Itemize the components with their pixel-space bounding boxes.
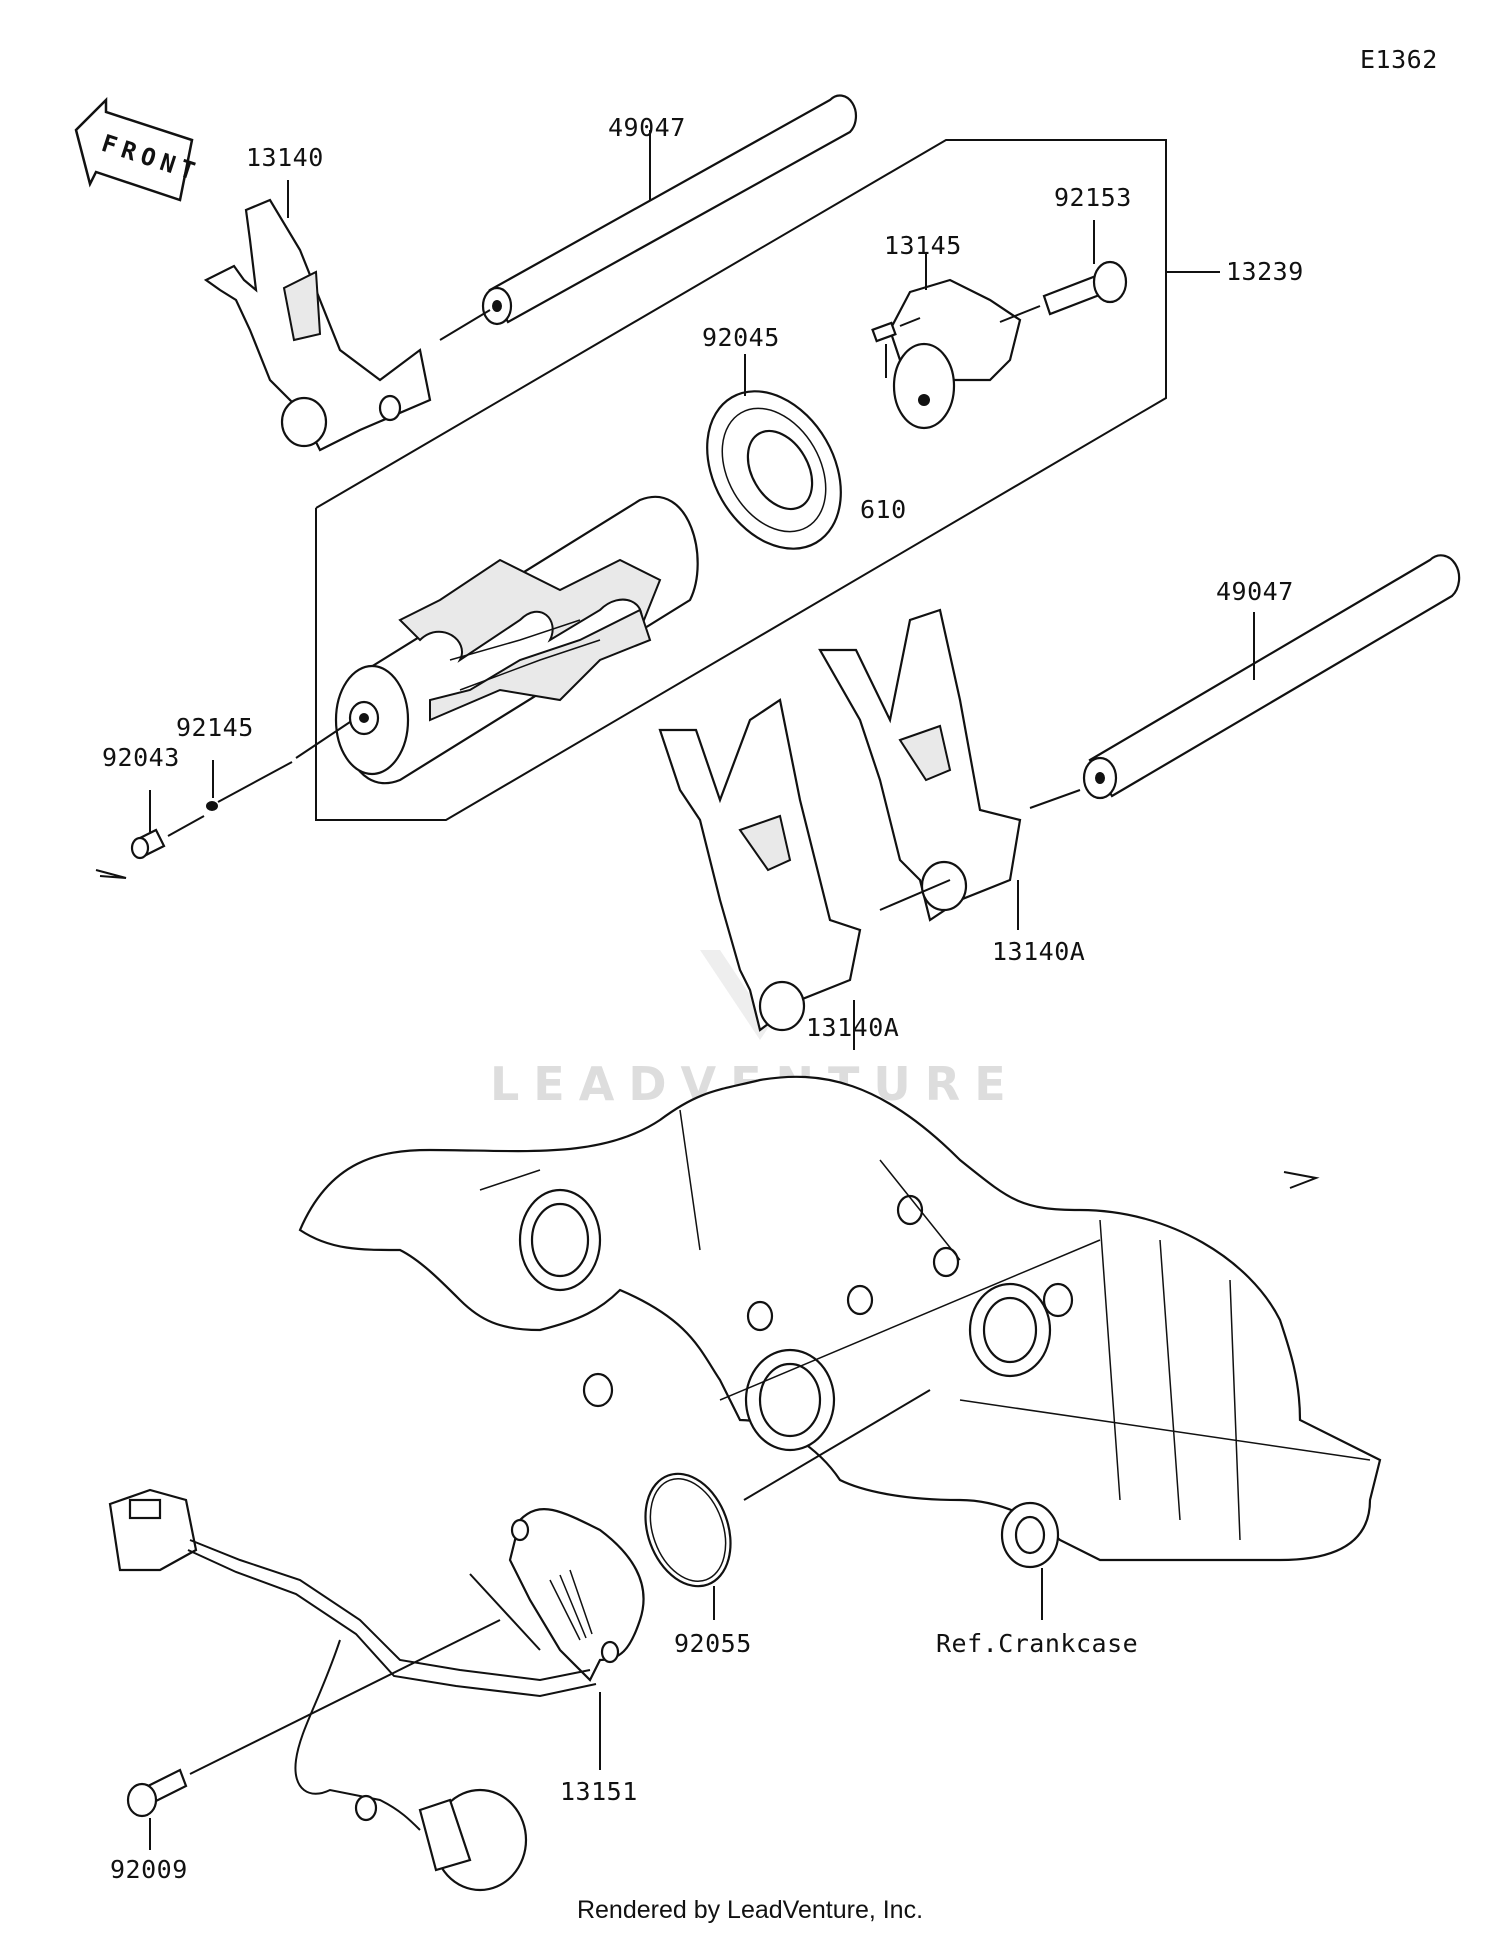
label-13140-top: 13140 bbox=[246, 143, 324, 172]
label-13239: 13239 bbox=[1226, 257, 1304, 286]
label-49047-top: 49047 bbox=[608, 113, 686, 142]
label-13140A-left: 13140A bbox=[806, 1013, 899, 1042]
bolt-92153 bbox=[999, 220, 1128, 323]
shift-rod-right bbox=[1029, 554, 1461, 809]
label-13140A-right: 13140A bbox=[992, 937, 1085, 966]
pin-92043 bbox=[95, 790, 205, 879]
shift-fork-13140 bbox=[203, 180, 491, 452]
footer-credit: Rendered by LeadVenture, Inc. bbox=[576, 1896, 924, 1924]
label-13145: 13145 bbox=[884, 231, 962, 260]
bolt-92009 bbox=[126, 1619, 501, 1850]
shift-drum bbox=[295, 496, 699, 784]
label-49047-right: 49047 bbox=[1216, 577, 1294, 606]
label-92043: 92043 bbox=[102, 743, 180, 772]
crankcase bbox=[298, 1075, 1382, 1620]
spring-92145 bbox=[206, 760, 293, 811]
shift-fork-13140A-right bbox=[818, 608, 1022, 930]
shift-cam-13145 bbox=[888, 252, 1022, 430]
label-13151: 13151 bbox=[560, 1777, 638, 1806]
shift-fork-13140A-left bbox=[658, 698, 862, 1050]
gear-position-sensor-13151 bbox=[469, 1508, 645, 1770]
label-610: 610 bbox=[860, 495, 907, 524]
pin-610 bbox=[871, 317, 921, 378]
shift-rod-top bbox=[481, 94, 858, 326]
o-ring-92055 bbox=[644, 1389, 931, 1620]
label-92145: 92145 bbox=[176, 713, 254, 742]
wire-harness bbox=[108, 1488, 597, 1892]
label-92045: 92045 bbox=[702, 323, 780, 352]
assembly-bracket-13239 bbox=[315, 139, 1220, 821]
label-92153: 92153 bbox=[1054, 183, 1132, 212]
diagram-code: E1362 bbox=[1360, 45, 1438, 74]
label-ref-crankcase: Ref.Crankcase bbox=[936, 1629, 1138, 1658]
front-arrow-icon: FRONT bbox=[74, 96, 204, 202]
bearing-92045 bbox=[706, 354, 842, 550]
label-92055: 92055 bbox=[674, 1629, 752, 1658]
label-92009: 92009 bbox=[110, 1855, 188, 1884]
